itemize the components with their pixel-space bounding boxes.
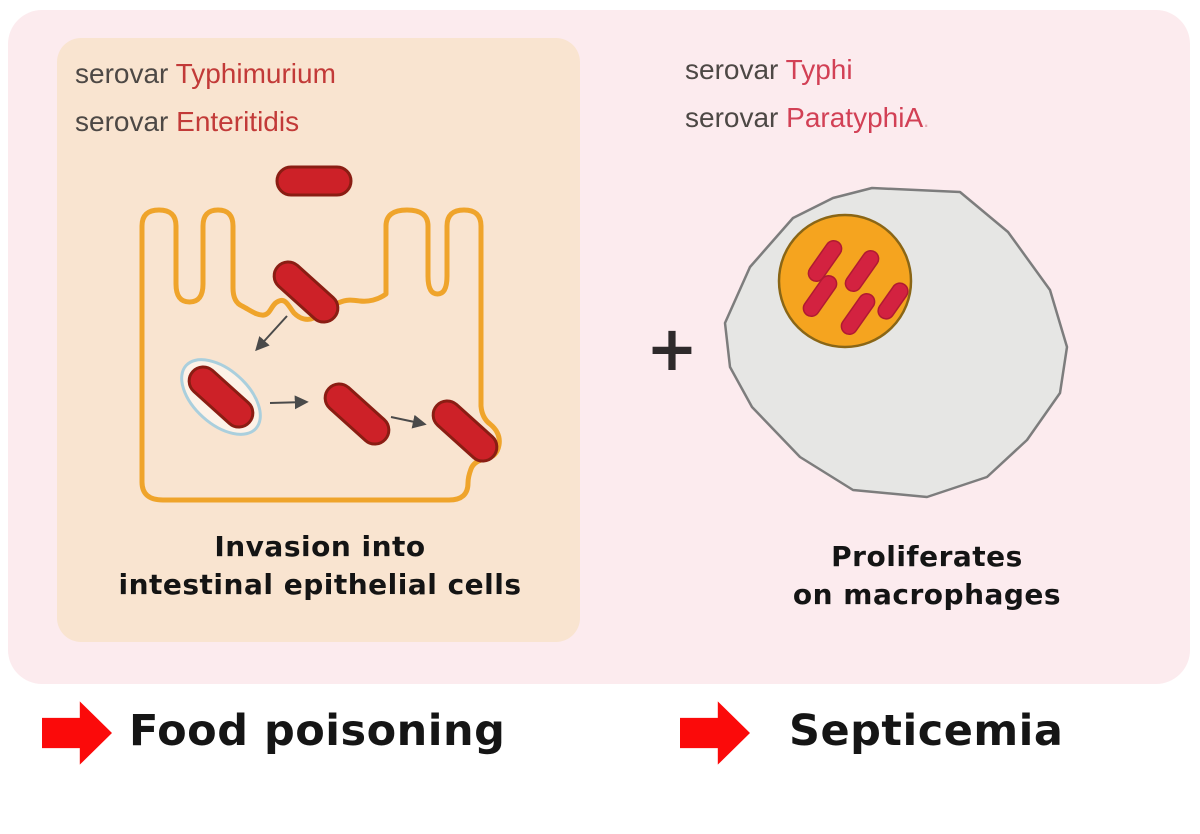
macrophage-cell-body (723, 186, 1069, 499)
serovar-line-typhi: serovar Typhi (685, 46, 929, 94)
serovar-prefix: serovar (75, 58, 169, 89)
serovar-name-paratyphi: ParatyphiA (786, 102, 924, 133)
macrophage-diagram (723, 186, 1069, 499)
serovar-name-enteritidis: Enteritidis (176, 106, 300, 137)
left-serovar-list: serovar Typhimurium serovar Enteritidis (75, 50, 336, 146)
phagosome-rod (840, 292, 876, 336)
epithelial-cell-membrane (139, 207, 502, 503)
salmonella-rod-cytoplasm (323, 382, 391, 446)
serovar-prefix: serovar (685, 102, 779, 133)
salmonella-rod-exiting (431, 399, 499, 463)
intestinal-invasion-diagram (139, 165, 502, 503)
proliferation-caption-line2: on macrophages (792, 578, 1062, 611)
phagosome-rod (844, 249, 880, 293)
invasion-step-arrow (390, 414, 427, 429)
serovar-prefix: serovar (685, 54, 779, 85)
phagosome-rod (802, 274, 838, 318)
food-poisoning-label: Food poisoning (129, 706, 506, 756)
serovar-name-typhi: Typhi (785, 54, 853, 85)
invasion-step-arrow (255, 315, 288, 352)
phagosome-rod (877, 282, 909, 320)
proliferation-caption-line1: Proliferates (831, 540, 1023, 573)
phagosome-rod (807, 239, 843, 283)
invasion-caption: Invasion into intestinal epithelial cell… (60, 528, 580, 604)
serovar-line-enteritidis: serovar Enteritidis (75, 98, 336, 146)
salmonella-rod-invading (272, 260, 340, 324)
plus-sign: + (646, 312, 698, 385)
red-arrow-icon (42, 701, 112, 765)
septicemia-label: Septicemia (789, 706, 1064, 756)
proliferation-caption: Proliferates on macrophages (727, 538, 1127, 614)
salmonella-rod-free (275, 165, 353, 197)
serovar-suffix-dot: . (923, 107, 930, 132)
invasion-caption-line2: intestinal epithelial cells (118, 568, 522, 601)
serovar-name-typhimurium: Typhimurium (175, 58, 336, 89)
serovar-prefix: serovar (75, 106, 169, 137)
invasion-step-arrow (269, 395, 309, 410)
salmonella-rod-in-vesicle (187, 365, 255, 429)
serovar-line-typhimurium: serovar Typhimurium (75, 50, 336, 98)
red-arrow-icon (680, 701, 750, 765)
right-serovar-list: serovar Typhi serovar ParatyphiA. (685, 46, 929, 144)
serovar-line-paratyphi: serovar ParatyphiA. (685, 94, 929, 144)
invasion-caption-line1: Invasion into (214, 530, 426, 563)
